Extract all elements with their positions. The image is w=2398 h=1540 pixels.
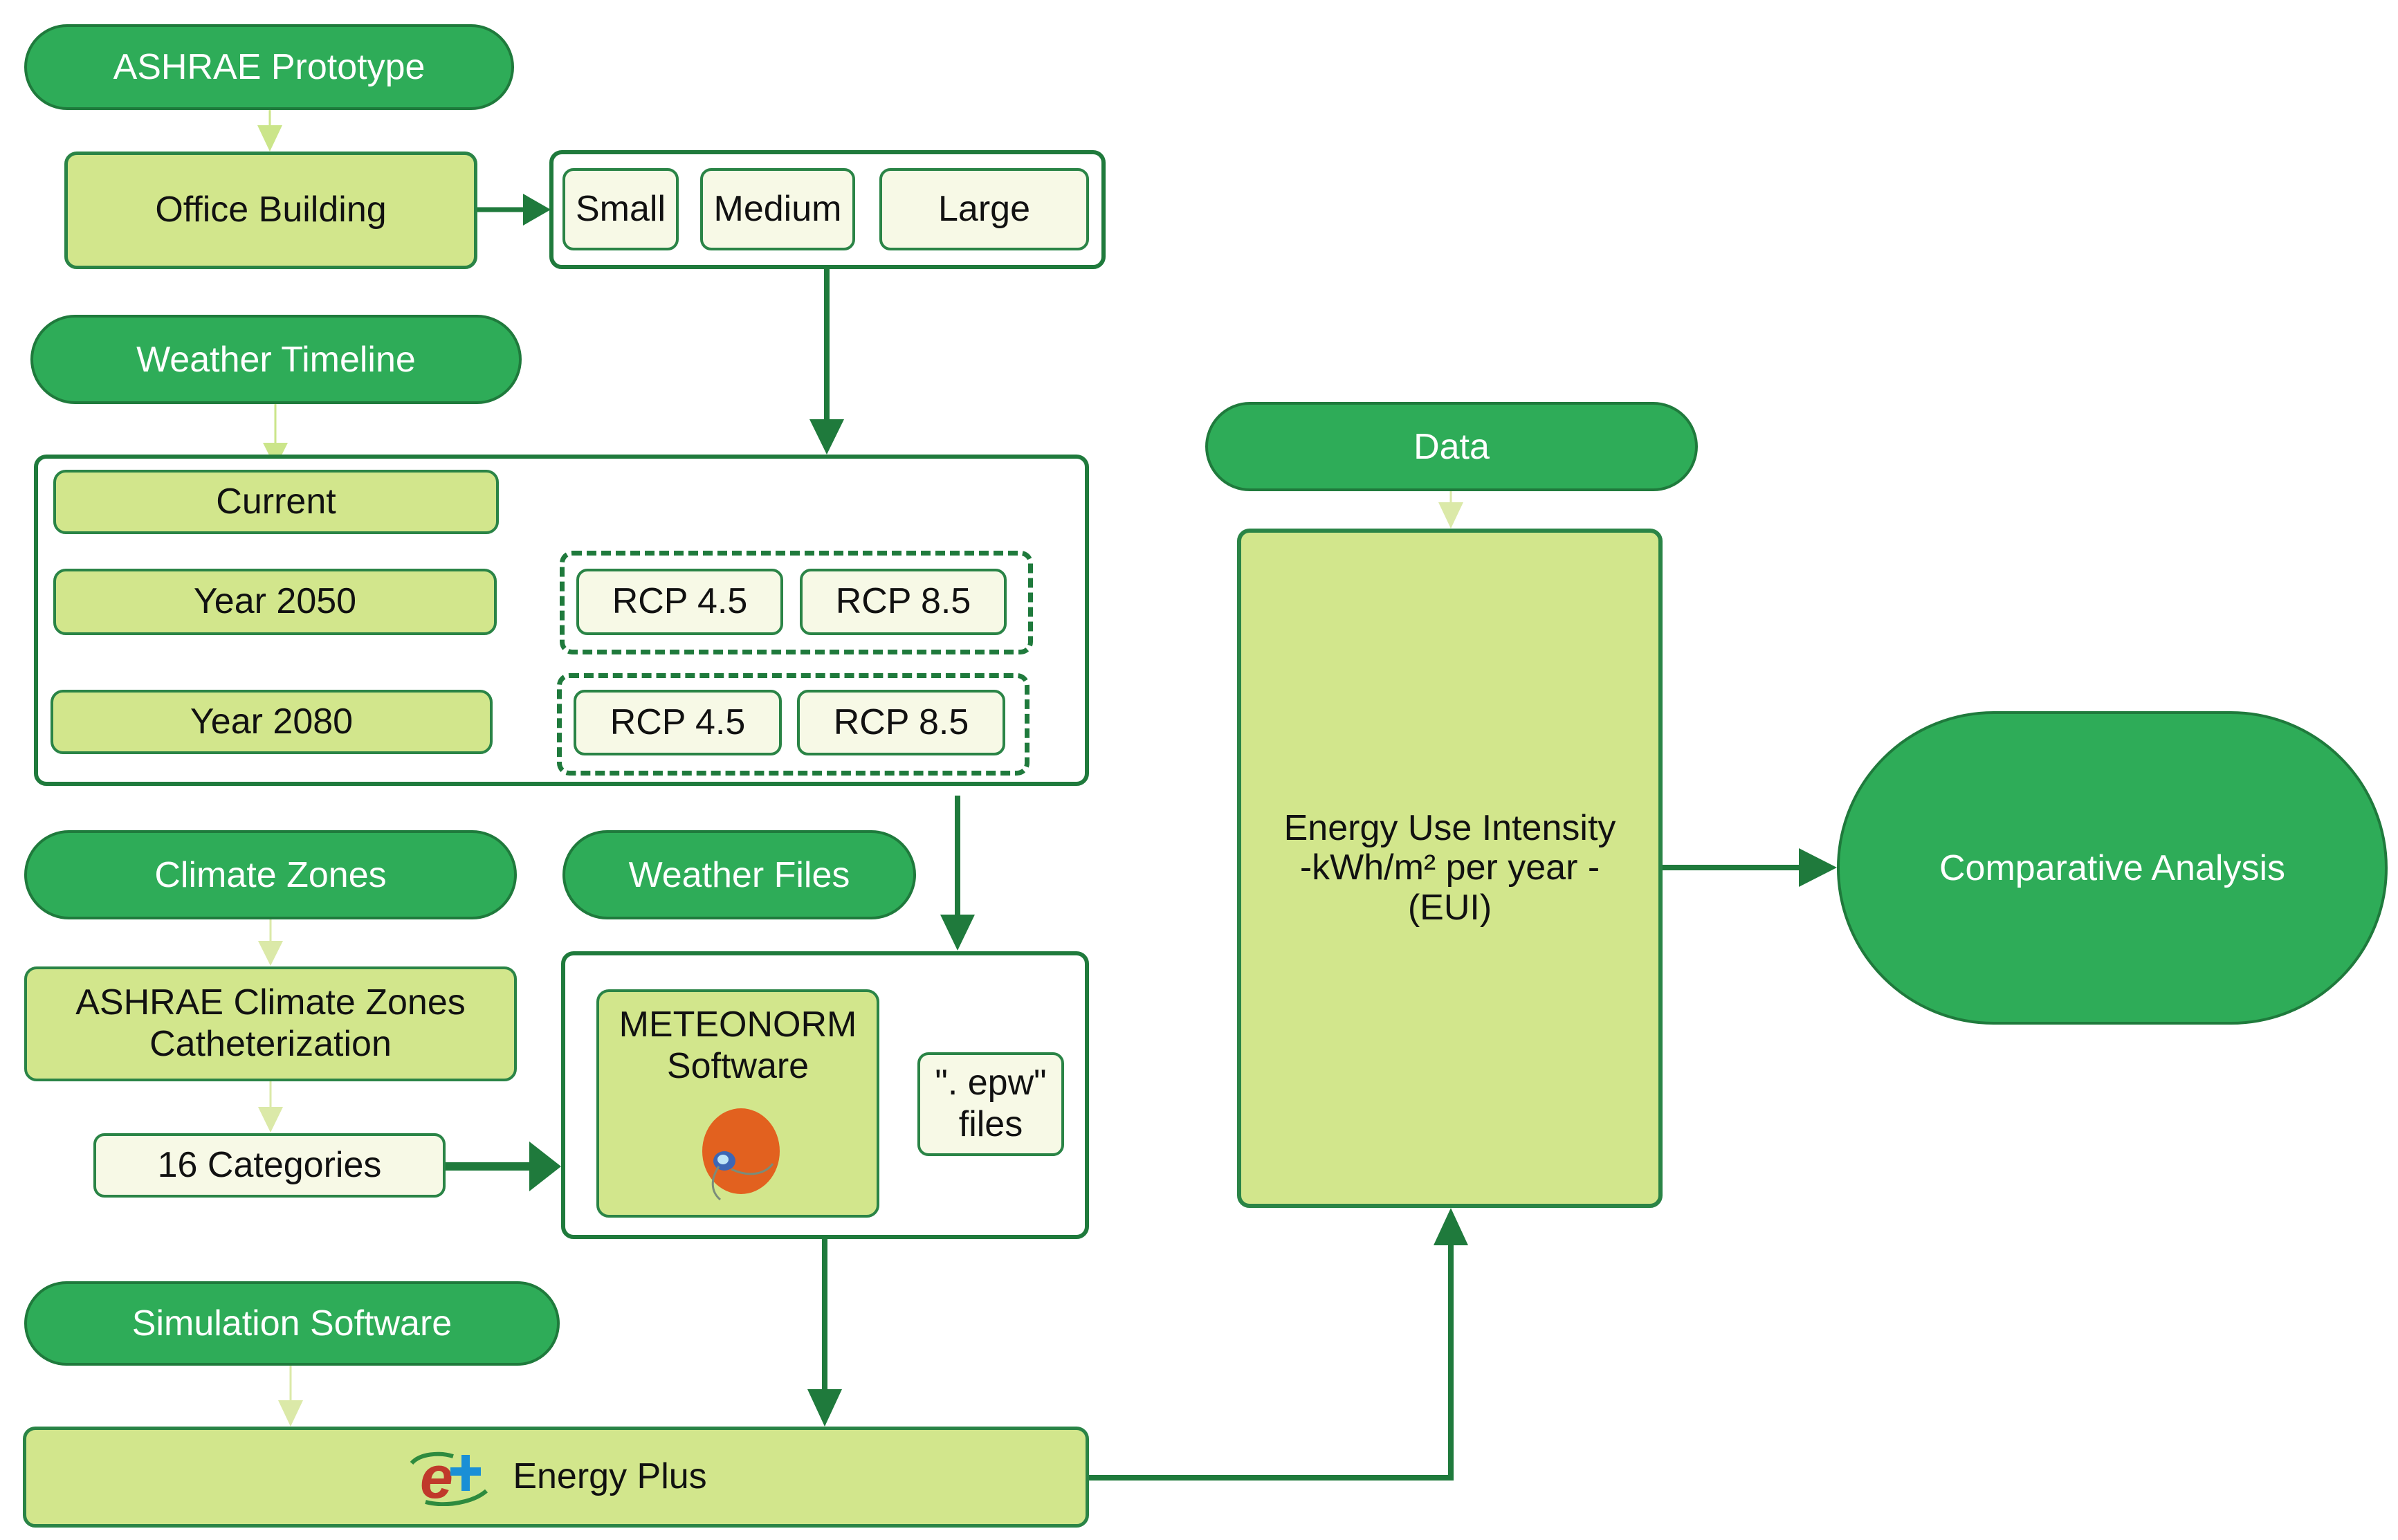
energy-plus-content: e Energy Plus — [405, 1448, 707, 1506]
size-medium: Medium — [700, 168, 855, 250]
arrowhead — [807, 1389, 842, 1427]
meteonorm-logo-icon — [702, 1108, 780, 1200]
arrowhead — [258, 1107, 283, 1133]
year-2050-label: Year 2050 — [193, 581, 357, 622]
header-weather-files-label: Weather Files — [628, 854, 850, 895]
climate-classification-line-2: Catheterization — [149, 1024, 392, 1064]
header-weather-files: Weather Files — [562, 830, 916, 919]
box-epw-files: ". epw" files — [917, 1052, 1064, 1156]
size-large-label: Large — [938, 188, 1030, 229]
meteonorm-line-2: Software — [666, 1045, 809, 1086]
comparative-analysis-label: Comparative Analysis — [1939, 847, 2285, 888]
timeline-year-2050: Year 2050 — [53, 569, 497, 635]
scenario-group-2050 — [560, 551, 1033, 654]
box-meteonorm-software: METEONORM Software — [596, 989, 879, 1218]
eui-line-2: -kWh/m² per year - — [1299, 847, 1600, 888]
arrowhead — [1799, 848, 1837, 887]
scenario-group-2080 — [557, 673, 1029, 776]
size-large: Large — [879, 168, 1089, 250]
arrowhead — [523, 194, 551, 226]
header-simulation-software: Simulation Software — [24, 1281, 560, 1366]
header-ashrae-prototype: ASHRAE Prototype — [24, 24, 514, 110]
energy-plus-label: Energy Plus — [513, 1456, 707, 1497]
box-energy-use-intensity: Energy Use Intensity -kWh/m² per year - … — [1237, 529, 1663, 1208]
arrowhead — [1434, 1208, 1468, 1245]
box-energy-plus: e Energy Plus — [23, 1427, 1089, 1528]
timeline-year-2080: Year 2080 — [51, 690, 493, 754]
scenario-2080-rcp45: RCP 4.5 — [574, 690, 782, 755]
timeline-current-label: Current — [216, 481, 336, 522]
terminal-comparative-analysis: Comparative Analysis — [1837, 711, 2388, 1025]
header-simulation-software-label: Simulation Software — [131, 1303, 452, 1344]
scenario-2050-rcp45: RCP 4.5 — [576, 569, 783, 635]
epw-line-2: files — [958, 1104, 1023, 1144]
arrowhead — [258, 941, 283, 966]
meteonorm-line-1: METEONORM — [619, 1005, 857, 1045]
size-small-label: Small — [575, 188, 666, 229]
scenario-2080-rcp85: RCP 8.5 — [797, 690, 1005, 755]
header-climate-zones-label: Climate Zones — [154, 854, 387, 895]
svg-text:e: e — [420, 1448, 453, 1506]
climate-classification-line-1: ASHRAE Climate Zones — [75, 982, 466, 1023]
arrowhead — [257, 125, 282, 152]
office-building-label: Office Building — [155, 190, 387, 230]
header-climate-zones: Climate Zones — [24, 830, 517, 919]
scenario-2080-rcp85-label: RCP 8.5 — [833, 702, 969, 742]
header-data-label: Data — [1413, 426, 1490, 467]
box-16-categories: 16 Categories — [93, 1133, 446, 1198]
epw-line-1: ". epw" — [935, 1063, 1047, 1103]
eui-line-1: Energy Use Intensity — [1283, 808, 1616, 849]
size-small: Small — [562, 168, 679, 250]
timeline-current: Current — [53, 470, 499, 534]
size-medium-label: Medium — [713, 188, 842, 229]
header-weather-timeline-label: Weather Timeline — [136, 339, 416, 380]
scenario-2050-rcp45-label: RCP 4.5 — [612, 581, 748, 622]
arrowhead — [940, 915, 975, 951]
arrowhead — [1438, 502, 1463, 529]
scenario-2050-rcp85: RCP 8.5 — [800, 569, 1007, 635]
arrowhead — [278, 1400, 303, 1427]
arrowhead — [809, 419, 844, 455]
box-ashrae-climate-zones: ASHRAE Climate Zones Catheterization — [24, 966, 517, 1081]
box-office-building: Office Building — [64, 152, 477, 269]
header-data: Data — [1205, 402, 1698, 491]
header-weather-timeline: Weather Timeline — [30, 315, 522, 404]
categories-label: 16 Categories — [157, 1144, 382, 1185]
connector-energyplus-to-eui — [1089, 1242, 1454, 1481]
arrowhead — [529, 1142, 561, 1191]
eui-line-3: (EUI) — [1407, 887, 1492, 928]
header-ashrae-prototype-label: ASHRAE Prototype — [113, 47, 425, 87]
scenario-2050-rcp85-label: RCP 8.5 — [835, 581, 971, 622]
year-2080-label: Year 2080 — [190, 701, 354, 742]
scenario-2080-rcp45-label: RCP 4.5 — [610, 702, 746, 742]
energyplus-logo-icon: e — [410, 1448, 488, 1506]
